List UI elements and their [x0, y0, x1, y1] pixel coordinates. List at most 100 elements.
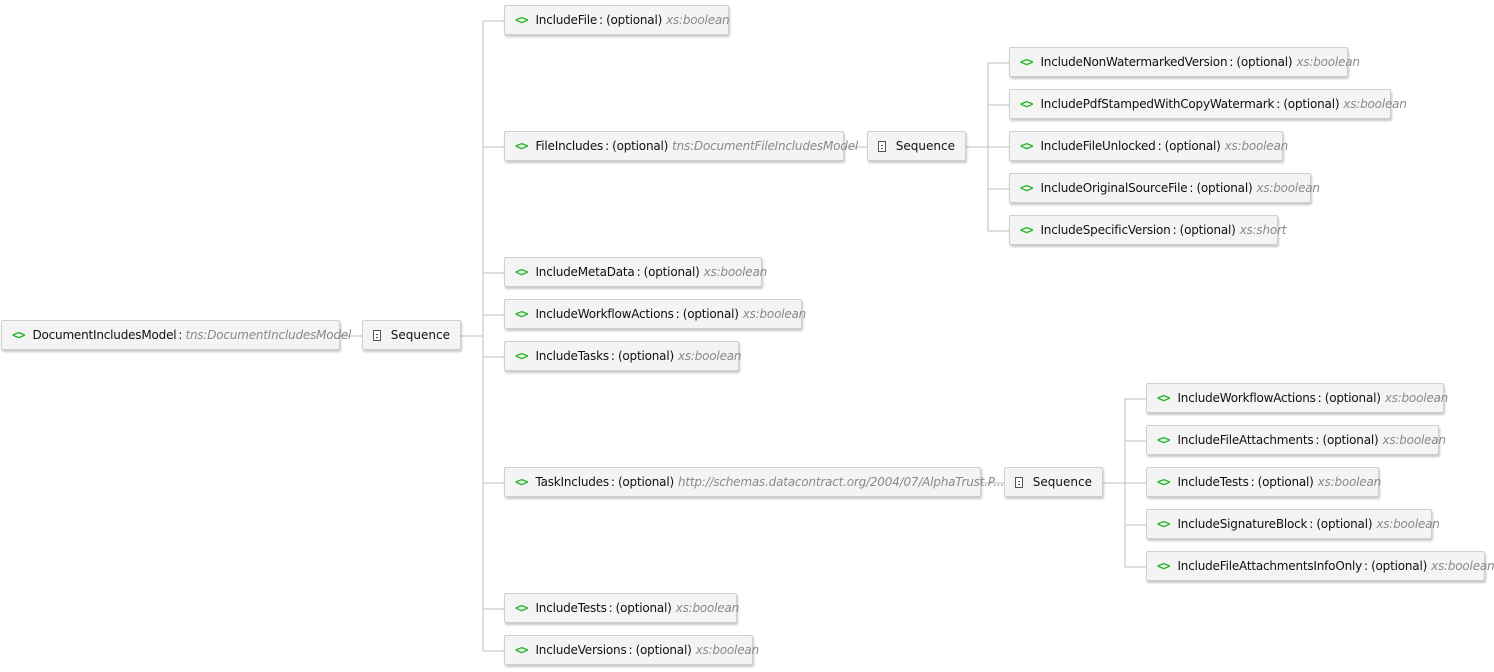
element-type: xs:boolean — [677, 349, 742, 363]
element-type: xs:boolean — [1343, 97, 1407, 111]
element-name: IncludeWorkflowActions — [535, 307, 674, 321]
element-node-includeworkflowactions[interactable]: <> IncludeWorkflowActions : (optional) x… — [504, 299, 806, 329]
element-type: xs:boolean — [1384, 391, 1449, 405]
separator: : — [1315, 433, 1320, 447]
separator: : — [1157, 139, 1162, 153]
element-node-includetasks[interactable]: <> IncludeTasks : (optional) xs:boolean — [504, 341, 742, 371]
element-node-includespecificversion[interactable]: <> IncludeSpecificVersion : (optional) x… — [1009, 215, 1286, 245]
element-type: xs:boolean — [1256, 181, 1320, 195]
optional-label: (optional) — [1316, 517, 1373, 531]
optional-label: (optional) — [1236, 55, 1293, 69]
optional-label: (optional) — [1164, 139, 1221, 153]
separator: : — [1317, 391, 1322, 405]
element-type: xs:boolean — [1317, 475, 1382, 489]
element-type: xs:boolean — [675, 601, 740, 615]
element-name: IncludeFileUnlocked — [1040, 139, 1156, 153]
element-type: xs:boolean — [666, 13, 730, 27]
sequence-label: Sequence — [895, 139, 955, 153]
element-node-includemetadata[interactable]: <> IncludeMetaData : (optional) xs:boole… — [504, 257, 767, 287]
element-node-task-includetests[interactable]: <> IncludeTests : (optional) xs:boolean — [1146, 467, 1382, 497]
sequence-icon — [878, 140, 886, 152]
optional-label: (optional) — [643, 265, 700, 279]
element-icon: <> — [515, 13, 528, 27]
element-icon: <> — [1157, 517, 1170, 531]
separator: : — [1276, 97, 1281, 111]
optional-label: (optional) — [615, 601, 672, 615]
separator: : — [1172, 223, 1177, 237]
optional-label: (optional) — [617, 349, 674, 363]
element-name: IncludeTasks — [535, 349, 609, 363]
element-type: xs:short — [1239, 223, 1287, 237]
element-icon: <> — [1020, 55, 1033, 69]
element-type: xs:boolean — [1431, 559, 1494, 573]
separator: : — [610, 475, 615, 489]
element-name: IncludeTests — [1177, 475, 1249, 489]
element-name: IncludeFile — [535, 13, 598, 27]
sequence-label: Sequence — [1032, 475, 1092, 489]
sequence-icon — [373, 329, 381, 341]
element-node-includepdfstampedwithcopywatermark[interactable]: <> IncludePdfStampedWithCopyWatermark : … — [1009, 89, 1407, 119]
element-name: IncludeNonWatermarkedVersion — [1040, 55, 1228, 69]
element-node-task-includeworkflowactions[interactable]: <> IncludeWorkflowActions : (optional) x… — [1146, 383, 1448, 413]
optional-label: (optional) — [612, 139, 669, 153]
element-node-task-includefileattachments[interactable]: <> IncludeFileAttachments : (optional) x… — [1146, 425, 1446, 455]
sequence-icon — [1015, 476, 1023, 488]
element-icon: <> — [1020, 223, 1033, 237]
element-icon: <> — [1157, 559, 1170, 573]
element-node-includefileunlocked[interactable]: <> IncludeFileUnlocked : (optional) xs:b… — [1009, 131, 1288, 161]
element-node-fileincludes[interactable]: <> FileIncludes : (optional) tns:Documen… — [504, 131, 858, 161]
optional-label: (optional) — [1371, 559, 1428, 573]
separator: : — [605, 139, 610, 153]
element-icon: <> — [515, 307, 528, 321]
separator: : — [675, 307, 680, 321]
element-name: IncludePdfStampedWithCopyWatermark — [1040, 97, 1275, 111]
element-name: IncludeOriginalSourceFile — [1040, 181, 1188, 195]
element-type: xs:boolean — [695, 643, 760, 657]
optional-label: (optional) — [1257, 475, 1314, 489]
element-node-includetests[interactable]: <> IncludeTests : (optional) xs:boolean — [504, 593, 740, 623]
element-node-taskincludes[interactable]: <> TaskIncludes : (optional) http://sche… — [504, 467, 1004, 497]
element-type: xs:boolean — [1296, 55, 1360, 69]
element-type: xs:boolean — [703, 265, 768, 279]
element-node-includeversions[interactable]: <> IncludeVersions : (optional) xs:boole… — [504, 635, 759, 665]
separator: : — [636, 265, 641, 279]
element-type: tns:DocumentIncludesModel — [185, 328, 352, 342]
element-node-task-includesignatureblock[interactable]: <> IncludeSignatureBlock : (optional) xs… — [1146, 509, 1440, 539]
element-type: xs:boolean — [1376, 517, 1440, 531]
element-icon: <> — [515, 139, 528, 153]
element-node-task-includefileattachmentsinfoonly[interactable]: <> IncludeFileAttachmentsInfoOnly : (opt… — [1146, 551, 1494, 581]
element-node-includeoriginalsourcefile[interactable]: <> IncludeOriginalSourceFile : (optional… — [1009, 173, 1320, 203]
element-name: TaskIncludes — [535, 475, 609, 489]
separator: : — [599, 13, 604, 27]
sequence-node-taskincludes[interactable]: Sequence — [1004, 467, 1103, 497]
optional-label: (optional) — [1196, 181, 1253, 195]
separator: : — [1189, 181, 1194, 195]
sequence-node-fileincludes[interactable]: Sequence — [867, 131, 966, 161]
root-element-node[interactable]: <> DocumentIncludesModel : tns:DocumentI… — [1, 320, 351, 350]
element-name: DocumentIncludesModel — [32, 328, 177, 342]
element-node-includenonwatermarkedversion[interactable]: <> IncludeNonWatermarkedVersion : (optio… — [1009, 47, 1360, 77]
element-node-includefile[interactable]: <> IncludeFile : (optional) xs:boolean — [504, 5, 730, 35]
separator: : — [628, 643, 633, 657]
element-type: xs:boolean — [742, 307, 807, 321]
element-type: xs:boolean — [1224, 139, 1289, 153]
element-icon: <> — [1020, 181, 1033, 195]
element-name: IncludeFileAttachmentsInfoOnly — [1177, 559, 1363, 573]
optional-label: (optional) — [1283, 97, 1340, 111]
element-icon: <> — [515, 265, 528, 279]
element-icon: <> — [1157, 391, 1170, 405]
element-type: xs:boolean — [1382, 433, 1446, 447]
element-icon: <> — [1157, 475, 1170, 489]
element-name: IncludeTests — [535, 601, 607, 615]
optional-label: (optional) — [617, 475, 674, 489]
separator: : — [1250, 475, 1255, 489]
element-icon: <> — [12, 328, 25, 342]
separator: : — [178, 328, 183, 342]
element-icon: <> — [1157, 433, 1170, 447]
sequence-node-main[interactable]: Sequence — [362, 320, 461, 350]
element-name: IncludeVersions — [535, 643, 627, 657]
element-type: http://schemas.datacontract.org/2004/07/… — [677, 475, 1005, 489]
element-icon: <> — [515, 475, 528, 489]
optional-label: (optional) — [682, 307, 739, 321]
